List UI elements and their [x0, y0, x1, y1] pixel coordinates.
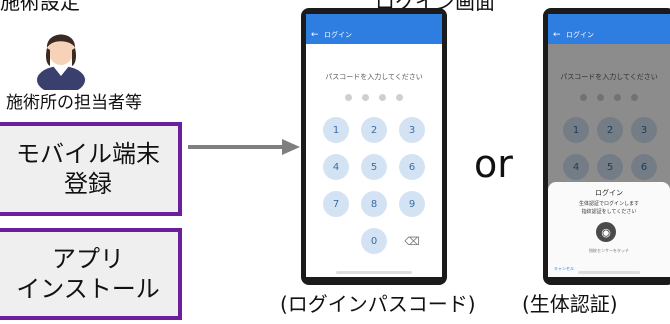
backspace-icon[interactable]: ⌫ [404, 234, 420, 248]
phone-screen: ← ログイン パスコードを入力してください 1 2 3 4 5 6 ログイン 生… [548, 14, 670, 277]
app-bar: ← ログイン [548, 26, 670, 44]
key-0[interactable]: 0 [361, 228, 387, 254]
cancel-button[interactable]: キャンセル [554, 266, 574, 271]
sheet-line2: 指紋認証をしてください [581, 209, 637, 215]
caption-passcode: (ログインパスコード) [280, 292, 476, 316]
passcode-dot [580, 94, 587, 101]
status-bar [306, 14, 442, 26]
back-arrow-icon[interactable]: ← [311, 30, 319, 40]
key-5[interactable]: 5 [597, 154, 623, 180]
key-9[interactable]: 9 [399, 191, 425, 217]
status-bar [548, 14, 670, 26]
key-3[interactable]: 3 [631, 117, 657, 143]
key-1[interactable]: 1 [563, 117, 589, 143]
passcode-dots [306, 94, 442, 101]
key-2[interactable]: 2 [597, 117, 623, 143]
app-bar-title: ログイン [324, 31, 352, 39]
fingerprint-icon[interactable]: ◉ [596, 222, 616, 242]
key-4[interactable]: 4 [563, 154, 589, 180]
flow-arrow [188, 139, 300, 155]
key-7[interactable]: 7 [323, 191, 349, 217]
key-2[interactable]: 2 [361, 117, 387, 143]
sensor-text: 指紋センサーをタッチ [589, 248, 629, 253]
biometric-sheet: ログイン 生体認証でログインします 指紋認証をしてください ◉ 指紋センサーをタ… [548, 182, 670, 277]
key-4[interactable]: 4 [323, 154, 349, 180]
app-bar: ← ログイン [306, 26, 442, 44]
app-bar-title: ログイン [566, 31, 594, 39]
passcode-dot [597, 94, 604, 101]
install-line1: アプリ [52, 245, 124, 273]
passcode-dot [631, 94, 638, 101]
top-left-label: 施術設定 [0, 0, 80, 14]
passcode-dots [548, 94, 670, 101]
key-6[interactable]: 6 [631, 154, 657, 180]
home-indicator [578, 271, 640, 274]
passcode-dot [362, 94, 369, 101]
passcode-dot [345, 94, 352, 101]
key-8[interactable]: 8 [361, 191, 387, 217]
caption-biometric: (生体認証) [522, 292, 618, 316]
sheet-title: ログイン [595, 189, 623, 197]
key-6[interactable]: 6 [399, 154, 425, 180]
passcode-prompt: パスコードを入力してください [325, 73, 423, 81]
install-line2: インストール [16, 275, 160, 303]
passcode-dot [379, 94, 386, 101]
key-5[interactable]: 5 [361, 154, 387, 180]
phone-passcode-login: ← ログイン パスコードを入力してください 1 2 3 4 5 6 7 8 9 … [301, 8, 447, 285]
install-app-box: アプリ インストール [0, 228, 182, 320]
staff-person-icon [37, 34, 85, 90]
back-arrow-icon[interactable]: ← [553, 30, 561, 40]
key-blank [323, 228, 349, 254]
passcode-prompt: パスコードを入力してください [560, 73, 658, 81]
or-text: or [474, 142, 513, 186]
person-caption: 施術所の担当者等 [6, 93, 142, 113]
passcode-dot [396, 94, 403, 101]
home-indicator [336, 271, 412, 274]
phone-biometric-login: ← ログイン パスコードを入力してください 1 2 3 4 5 6 ログイン 生… [543, 8, 670, 285]
keypad: 1 2 3 4 5 6 [562, 117, 657, 180]
register-device-box: モバイル端末 登録 [0, 122, 182, 216]
sheet-line1: 生体認証でログインします [578, 201, 639, 207]
register-line1: モバイル端末 [16, 140, 160, 168]
keypad: 1 2 3 4 5 6 7 8 9 0 ⌫ [320, 117, 428, 254]
passcode-dot [614, 94, 621, 101]
phone-screen: ← ログイン パスコードを入力してください 1 2 3 4 5 6 7 8 9 … [306, 14, 442, 277]
register-line2: 登録 [64, 170, 112, 198]
key-1[interactable]: 1 [323, 117, 349, 143]
key-3[interactable]: 3 [399, 117, 425, 143]
